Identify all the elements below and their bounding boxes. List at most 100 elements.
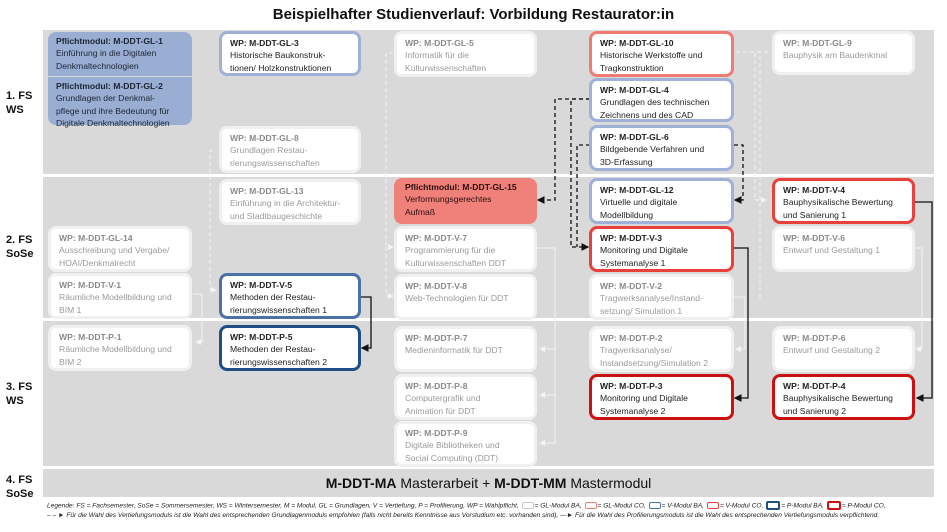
module-gl14-code: WP: M-DDT-GL-14	[59, 233, 133, 243]
module-v7-line1: Programmierung für die	[405, 245, 496, 256]
legend-gl-ba: = GL-Modul BA,	[534, 502, 584, 510]
module-gl4[interactable]: WP: M-DDT-GL-4 Grundlagen des technische…	[589, 78, 734, 122]
module-v3[interactable]: WP: M-DDT-V-3 Monitoring und Digitale Sy…	[589, 226, 734, 272]
legend-abbreviations: Legende: FS = Fachsemester, SoSe = Somme…	[47, 502, 521, 510]
module-p9-line2: Social Computing (DDT)	[405, 452, 499, 463]
module-gl1-code: Pflichtmodul: M-DDT-GL-1	[56, 36, 163, 46]
module-gl1[interactable]: Pflichtmodul: M-DDT-GL-1 Einführung in d…	[48, 32, 192, 76]
module-p6-code: WP: M-DDT-P-6	[783, 333, 846, 343]
module-gl9-code: WP: M-DDT-GL-9	[783, 38, 852, 48]
legend-dashed-text: Für die Wahl des Vertiefungsmoduls ist d…	[64, 512, 559, 520]
module-gl3[interactable]: WP: M-DDT-GL-3 Historische Baukonstruk- …	[219, 31, 361, 76]
module-gl8-code: WP: M-DDT-GL-8	[230, 133, 299, 143]
module-p2[interactable]: WP: M-DDT-P-2 Tragwerksanalyse/ Instands…	[589, 326, 734, 372]
legend-v-co: = V-Modul CO,	[719, 502, 766, 510]
module-v1-code: WP: M-DDT-V-1	[59, 280, 122, 290]
semester-label-2-fs: 2. FS	[6, 234, 33, 246]
module-p5-line1: Methoden der Restau-	[230, 344, 316, 355]
legend-swatch-p-ba	[766, 501, 781, 510]
semester-label-1: 1. FS WS	[6, 89, 32, 117]
module-p4[interactable]: WP: M-DDT-P-4 Bauphysikalische Bewertung…	[772, 374, 915, 420]
module-p8-line2: Animation für DDT	[405, 405, 476, 416]
module-gl10[interactable]: WP: M-DDT-GL-10 Historische Werkstoffe u…	[589, 31, 734, 77]
semester-label-3: 3. FS WS	[6, 380, 32, 408]
module-p7[interactable]: WP: M-DDT-P-7 Medieninformatik für DDT	[394, 326, 537, 372]
dashed-arrow-icon: – – ►	[47, 512, 65, 520]
module-p5[interactable]: WP: M-DDT-P-5 Methoden der Restau- rieru…	[219, 325, 361, 371]
module-p5-line2: rierungswissenschaften 2	[230, 356, 327, 367]
module-p2-line1: Tragwerksanalyse/	[600, 345, 672, 356]
module-v2[interactable]: WP: M-DDT-V-2 Tragwerksanalyse/Instand- …	[589, 274, 734, 320]
module-p3-code: WP: M-DDT-P-3	[600, 381, 663, 391]
module-gl1-line2: Denkmaltechnologien	[56, 60, 139, 71]
module-v4[interactable]: WP: M-DDT-V-4 Bauphysikalische Bewertung…	[772, 178, 915, 224]
module-gl5-code: WP: M-DDT-GL-5	[405, 38, 474, 48]
module-gl13-code: WP: M-DDT-GL-13	[230, 186, 304, 196]
legend-gl-co: = GL-Modul CO,	[597, 502, 648, 510]
legend-p-co: = P-Modul CO,	[841, 502, 886, 510]
module-gl15-code: Pflichtmodul: M-DDT-GL-15	[405, 182, 517, 192]
legend-swatch-gl-co	[584, 502, 597, 509]
module-gl6[interactable]: WP: M-DDT-GL-6 Bildgebende Verfahren und…	[589, 125, 734, 171]
module-gl8[interactable]: WP: M-DDT-GL-8 Grundlagen Restau- rierun…	[219, 126, 361, 173]
module-p1[interactable]: WP: M-DDT-P-1 Räumliche Modellbildung un…	[48, 325, 192, 371]
module-v3-line2: Systemanalyse 1	[600, 257, 666, 268]
module-p2-line2: Instandsetzung/Simulation 2	[600, 357, 708, 368]
module-gl14[interactable]: WP: M-DDT-GL-14 Ausschreibung und Vergab…	[48, 226, 192, 272]
module-p9-code: WP: M-DDT-P-9	[405, 428, 468, 438]
master-module-bar[interactable]: M-DDT-MA Masterarbeit + M-DDT-MM Masterm…	[43, 469, 934, 497]
module-gl10-line1: Historische Werkstoffe und	[600, 50, 703, 61]
module-v4-line1: Bauphysikalische Bewertung	[783, 197, 893, 208]
module-gl5[interactable]: WP: M-DDT-GL-5 Informatik für die Kultur…	[394, 31, 537, 77]
module-gl10-code: WP: M-DDT-GL-10	[600, 38, 674, 48]
module-v2-line2: setzung/ Simulation 1	[600, 305, 683, 316]
module-v5-line2: rierungswissenschaften 1	[230, 304, 327, 315]
module-v8[interactable]: WP: M-DDT-V-8 Web-Technologien für DDT	[394, 274, 537, 320]
module-v3-code: WP: M-DDT-V-3	[600, 233, 663, 243]
module-gl15[interactable]: Pflichtmodul: M-DDT-GL-15 Verformungsger…	[394, 178, 537, 224]
module-v4-code: WP: M-DDT-V-4	[783, 185, 846, 195]
module-p6[interactable]: WP: M-DDT-P-6 Entwurf und Gestaltung 2	[772, 326, 915, 372]
module-v6[interactable]: WP: M-DDT-V-6 Entwurf und Gestaltung 1	[772, 226, 915, 272]
module-p3[interactable]: WP: M-DDT-P-3 Monitoring und Digitale Sy…	[589, 374, 734, 420]
module-gl9[interactable]: WP: M-DDT-GL-9 Bauphysik am Baudenkmal	[772, 31, 915, 75]
module-gl3-code: WP: M-DDT-GL-3	[230, 38, 299, 48]
module-gl2-line3: Digitale Denkmaltechnologien	[56, 118, 170, 129]
module-p2-code: WP: M-DDT-P-2	[600, 333, 663, 343]
module-gl13-line1: Einführung in die Architektur-	[230, 198, 341, 209]
module-p7-code: WP: M-DDT-P-7	[405, 333, 468, 343]
legend-swatch-p-co	[826, 501, 841, 510]
semester-label-3-fs: 3. FS	[6, 381, 33, 393]
module-v5[interactable]: WP: M-DDT-V-5 Methoden der Restau- rieru…	[219, 273, 361, 319]
module-p1-line2: BIM 2	[59, 356, 82, 367]
module-gl13[interactable]: WP: M-DDT-GL-13 Einführung in die Archit…	[219, 179, 361, 225]
module-gl12-line2: Modellbildung	[600, 209, 654, 220]
module-p8[interactable]: WP: M-DDT-P-8 Computergrafik und Animati…	[394, 374, 537, 420]
semester-label-1-fs: 1. FS	[6, 90, 33, 102]
semester-label-4-term: SoSe	[6, 488, 34, 500]
module-gl14-line1: Ausschreibung und Vergabe/	[59, 245, 170, 256]
module-gl1-line1: Einführung in die Digitalen	[56, 48, 157, 59]
legend-swatch-gl-ba	[521, 502, 534, 509]
module-v5-line1: Methoden der Restau-	[230, 292, 316, 303]
semester-label-2: 2. FS SoSe	[6, 233, 34, 261]
module-p5-code: WP: M-DDT-P-5	[230, 332, 293, 342]
module-gl15-line1: Verformungsgerechtes	[405, 194, 492, 205]
module-gl10-line2: Tragkonstruktion	[600, 62, 664, 73]
module-p9[interactable]: WP: M-DDT-P-9 Digitale Bibliotheken und …	[394, 421, 537, 467]
module-v7[interactable]: WP: M-DDT-V-7 Programmierung für die Kul…	[394, 226, 537, 272]
module-v2-line1: Tragwerksanalyse/Instand-	[600, 293, 703, 304]
module-gl12[interactable]: WP: M-DDT-GL-12 Virtuelle und digitale M…	[589, 178, 734, 224]
module-gl4-line1: Grundlagen des technischen	[600, 97, 710, 108]
module-v1[interactable]: WP: M-DDT-V-1 Räumliche Modellbildung un…	[48, 273, 192, 319]
module-p8-line1: Computergrafik und	[405, 393, 481, 404]
legend-swatch-v-ba	[648, 502, 661, 509]
module-gl2[interactable]: Pflichtmodul: M-DDT-GL-2 Grundlagen der …	[48, 77, 192, 128]
semester-label-1-term: WS	[6, 104, 24, 116]
module-gl6-line1: Bildgebende Verfahren und	[600, 144, 705, 155]
module-gl8-line1: Grundlagen Restau-	[230, 145, 308, 156]
module-p3-line2: Systemanalyse 2	[600, 405, 666, 416]
module-gl12-code: WP: M-DDT-GL-12	[600, 185, 674, 195]
module-v7-line2: Kulturwissenschaften DDT	[405, 257, 507, 268]
module-v1-line2: BIM 1	[59, 304, 82, 315]
